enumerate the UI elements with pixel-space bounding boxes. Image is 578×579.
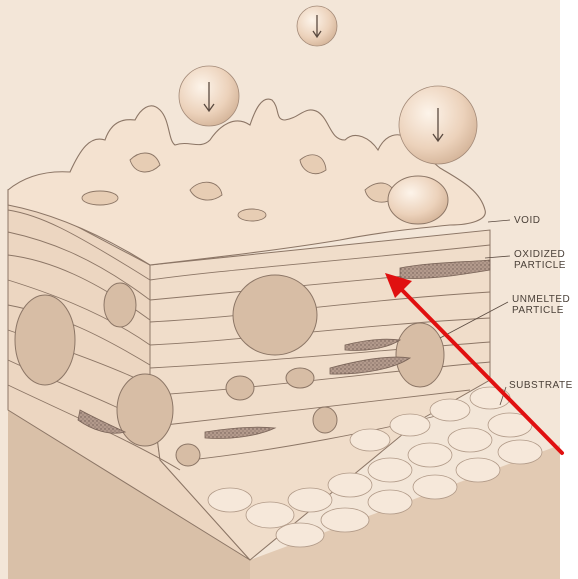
label-oxidized-particle: OXIDIZED PARTICLE <box>514 249 566 271</box>
label-unmelted-line2: PARTICLE <box>512 305 570 316</box>
label-unmelted-line1: UNMELTED <box>512 294 570 305</box>
label-void: VOID <box>514 215 540 226</box>
label-unmelted-particle: UNMELTED PARTICLE <box>512 294 570 316</box>
label-oxidized-line2: PARTICLE <box>514 260 566 271</box>
impacted-droplet <box>388 176 448 224</box>
background-right-margin <box>560 0 578 579</box>
label-substrate: SUBSTRATE <box>509 380 573 391</box>
label-oxidized-line1: OXIDIZED <box>514 249 566 260</box>
